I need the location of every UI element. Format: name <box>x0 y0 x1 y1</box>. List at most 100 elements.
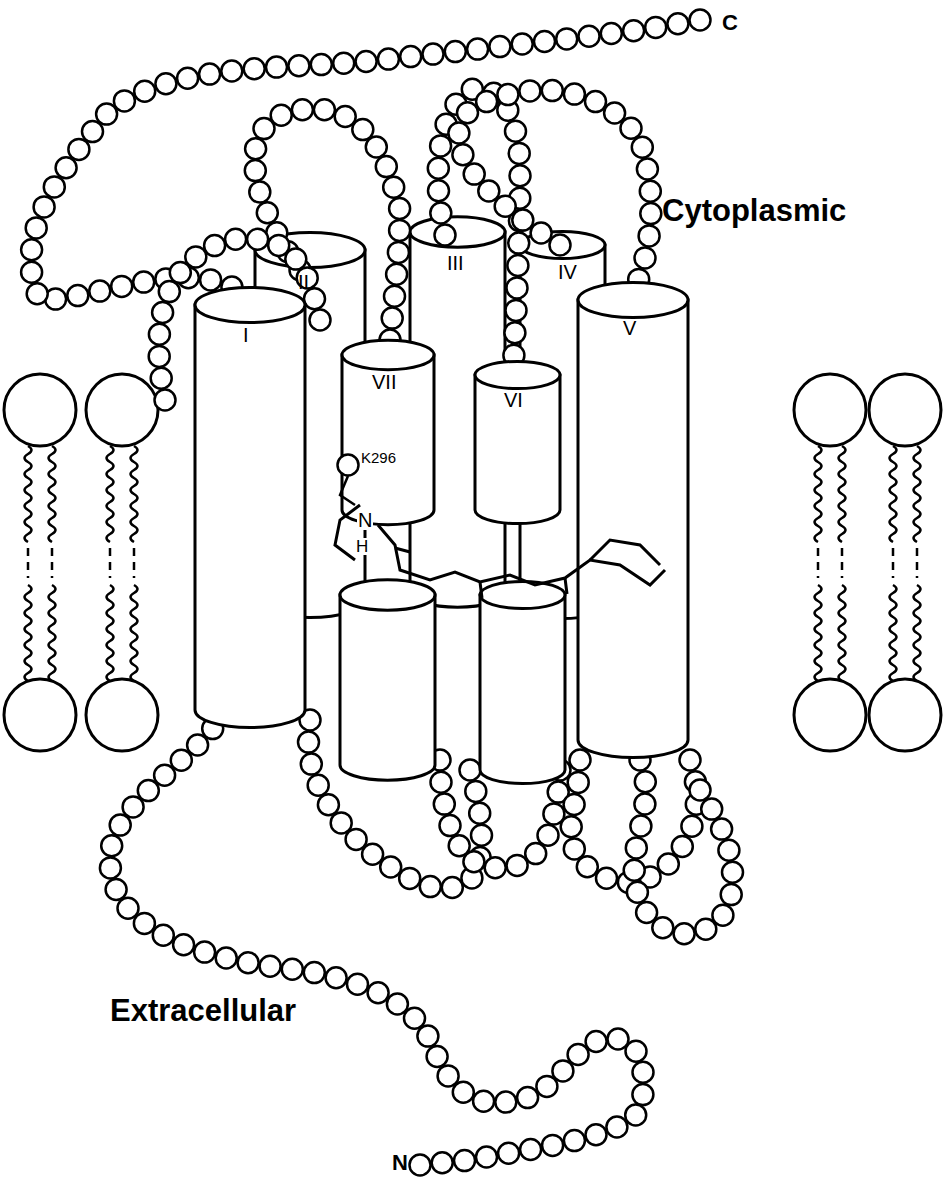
amino-acid-bead <box>238 952 259 973</box>
amino-acid-bead <box>561 816 582 837</box>
amino-acid-bead <box>149 346 170 367</box>
amino-acid-bead <box>568 772 589 793</box>
region-label: Cytoplasmic <box>662 195 846 226</box>
amino-acid-bead <box>520 1139 541 1160</box>
amino-acid-bead <box>633 1062 654 1083</box>
amino-acid-bead <box>639 225 660 246</box>
helix-label: IV <box>558 262 577 282</box>
lipid-tail <box>914 446 921 542</box>
amino-acid-bead <box>570 750 591 771</box>
amino-acid-bead <box>56 157 77 178</box>
helix-cylinder <box>480 595 565 784</box>
amino-acid-bead <box>386 264 407 285</box>
amino-acid-bead <box>473 1091 494 1112</box>
amino-acid-bead <box>442 877 463 898</box>
helix-label: II <box>298 272 309 292</box>
lipid-tail <box>914 585 921 681</box>
lipid-tail <box>49 446 56 542</box>
amino-acid-bead <box>288 55 309 76</box>
lipid-tail <box>131 446 138 542</box>
amino-acid-bead <box>489 36 510 57</box>
amino-acid-bead <box>410 1155 431 1176</box>
amino-acid-bead <box>292 99 313 120</box>
amino-acid-bead <box>21 262 42 283</box>
amino-acid-bead <box>420 876 441 897</box>
amino-acid-bead <box>417 1026 438 1047</box>
amino-acid-bead <box>579 26 600 47</box>
region-label: N <box>392 1152 408 1174</box>
amino-acid-bead <box>632 1084 653 1105</box>
amino-acid-bead <box>517 1087 538 1108</box>
lipid-tail <box>892 548 895 578</box>
amino-acid-bead <box>508 233 529 254</box>
amino-acid-bead <box>177 68 198 89</box>
region-label: Extracellular <box>110 995 296 1026</box>
amino-acid-bead <box>504 322 525 343</box>
amino-acid-bead <box>505 121 526 142</box>
amino-acid-bead <box>658 854 679 875</box>
lipid-tail <box>916 548 919 578</box>
amino-acid-bead <box>485 857 506 878</box>
amino-acid-bead <box>338 455 359 476</box>
amino-acid-bead <box>68 139 89 160</box>
amino-acid-bead <box>531 223 552 244</box>
helix-top <box>255 232 365 267</box>
helix-cylinder <box>340 595 435 780</box>
amino-acid-bead <box>506 300 527 321</box>
helix-cylinder <box>578 300 688 758</box>
amino-acid-bead <box>635 247 656 268</box>
amino-acid-bead <box>519 80 540 101</box>
amino-acid-bead <box>155 390 176 411</box>
helix-top <box>410 217 505 247</box>
amino-acid-bead <box>568 1044 589 1065</box>
helix-cylinder <box>342 355 434 525</box>
amino-acid-bead <box>380 857 401 878</box>
amino-acid-bead <box>431 772 452 793</box>
amino-acid-bead <box>596 868 617 889</box>
amino-acid-bead <box>604 103 625 124</box>
amino-acid-bead <box>114 90 135 111</box>
amino-acid-bead <box>467 39 488 60</box>
amino-acid-bead <box>438 1065 459 1086</box>
amino-acid-bead <box>435 225 456 246</box>
amino-acid-bead <box>464 164 485 185</box>
amino-acid-bead <box>304 962 325 983</box>
helix-top <box>475 361 560 388</box>
amino-acid-bead <box>301 754 322 775</box>
amino-acid-bead <box>171 750 192 771</box>
amino-acid-bead <box>154 765 175 786</box>
amino-acid-bead <box>152 302 173 323</box>
amino-acid-bead <box>718 840 739 861</box>
amino-acid-bead <box>495 196 516 217</box>
amino-acid-bead <box>564 838 585 859</box>
lipid-tail <box>25 446 32 542</box>
amino-acid-bead <box>476 91 497 112</box>
amino-acid-bead <box>457 102 478 123</box>
lipid-tail <box>109 548 112 578</box>
amino-acid-bead <box>585 91 606 112</box>
amino-acid-bead <box>626 1041 647 1062</box>
amino-acid-bead <box>430 135 451 156</box>
amino-acid-bead <box>389 220 410 241</box>
amino-acid-bead <box>200 269 221 290</box>
lipid-tail <box>27 548 30 578</box>
amino-acid-bead <box>564 84 585 105</box>
amino-acid-bead <box>632 137 653 158</box>
amino-acid-bead <box>247 229 268 250</box>
amino-acid-bead <box>538 825 559 846</box>
amino-acid-bead <box>346 829 367 850</box>
amino-acid-bead <box>133 272 154 293</box>
lipid-tail <box>839 446 846 542</box>
amino-acid-bead <box>362 844 383 865</box>
amino-acid-bead <box>356 51 377 72</box>
amino-acid-bead <box>712 905 733 926</box>
amino-acid-bead <box>428 180 449 201</box>
amino-acid-bead <box>347 974 368 995</box>
region-label: C <box>722 12 738 34</box>
amino-acid-bead <box>427 1046 448 1067</box>
amino-acid-bead <box>507 255 528 276</box>
amino-acid-bead <box>389 198 410 219</box>
amino-acid-bead <box>185 246 206 267</box>
amino-acid-bead <box>118 898 139 919</box>
amino-acid-bead <box>244 58 265 79</box>
